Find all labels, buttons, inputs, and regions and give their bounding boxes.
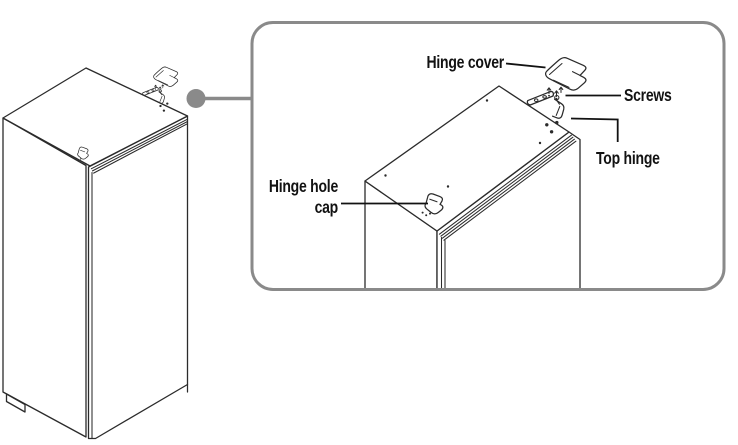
fridge-left-face <box>2 117 87 438</box>
fridge-foot <box>5 393 26 413</box>
fridge-door-face <box>87 115 189 440</box>
fridge-top-magnified <box>364 85 581 288</box>
callout-content <box>364 57 587 288</box>
zoom-dot <box>186 89 206 108</box>
label-hinge-hole-cap-line1: Hinge hole <box>268 176 338 196</box>
label-hinge-hole-cap-line2: cap <box>314 197 339 217</box>
label-hinge-hole-cap: Hinge hole cap <box>258 176 338 218</box>
refrigerator <box>2 66 189 440</box>
label-screws: Screws <box>624 85 672 105</box>
fridge-top-face <box>2 67 189 167</box>
label-hinge-cover: Hinge cover <box>426 52 505 72</box>
label-top-hinge: Top hinge <box>596 148 660 168</box>
leader-lines <box>341 62 621 205</box>
hinge-cover-leader <box>505 62 546 69</box>
top-hinge-leader <box>570 117 619 142</box>
